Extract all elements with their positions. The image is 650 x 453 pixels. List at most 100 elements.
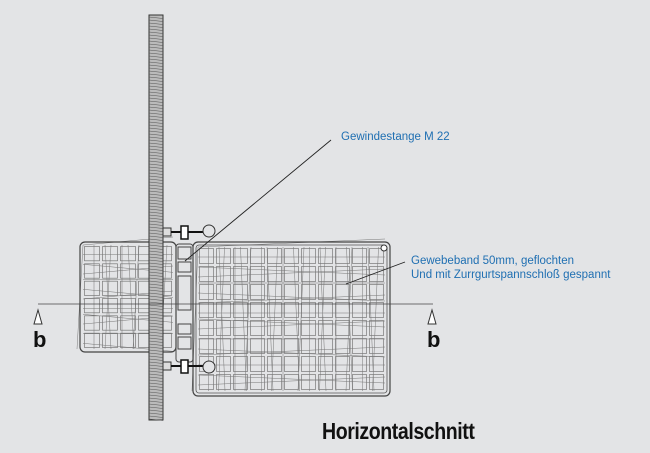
section-mark-right: b <box>427 327 441 352</box>
thread-mark <box>148 367 164 370</box>
thread-mark <box>148 46 164 49</box>
thread-mark <box>148 25 164 28</box>
weave-strand <box>367 246 375 392</box>
thread-mark <box>148 28 164 31</box>
weave-cell <box>301 302 316 318</box>
weave-cell <box>352 284 367 300</box>
thread-mark <box>148 133 164 136</box>
weave-cell <box>301 248 316 264</box>
weave-strand <box>132 244 140 350</box>
thread-mark <box>148 391 164 394</box>
weave-cell <box>250 248 265 264</box>
thread-mark <box>148 304 164 307</box>
thread-mark <box>148 199 164 202</box>
drawing-title: Horizontalschnitt <box>322 418 475 444</box>
thread-mark <box>148 280 164 283</box>
weave-cell <box>318 266 333 282</box>
thread-mark <box>148 298 164 301</box>
thread-mark <box>148 358 164 361</box>
thread-mark <box>148 334 164 337</box>
thread-mark <box>148 364 164 367</box>
clamp-bottom <box>162 359 216 374</box>
weave-cell <box>199 374 214 390</box>
weave-cell <box>301 320 316 336</box>
weave-cell <box>267 284 282 300</box>
weave-cell <box>267 248 282 264</box>
weave-strand <box>372 246 379 392</box>
thread-mark <box>148 310 164 313</box>
thread-mark <box>148 268 164 271</box>
thread-mark <box>148 94 164 97</box>
thread-mark <box>148 361 164 364</box>
thread-mark <box>148 253 164 256</box>
thread-mark <box>148 49 164 52</box>
thread-mark <box>148 52 164 55</box>
thread-mark <box>148 292 164 295</box>
thread-mark <box>148 322 164 325</box>
leader-band <box>345 261 406 285</box>
thread-mark <box>148 262 164 265</box>
thread-mark <box>148 40 164 43</box>
weave-strand <box>197 374 386 384</box>
thread-mark <box>148 190 164 193</box>
thread-mark <box>148 370 164 373</box>
thread-mark <box>148 163 164 166</box>
weave-cell <box>250 302 265 318</box>
weave-cell <box>267 356 282 372</box>
weave-cell <box>216 374 231 390</box>
weave-cell <box>284 374 299 390</box>
thread-mark <box>148 307 164 310</box>
weave-cell <box>233 320 248 336</box>
weave-cell <box>199 248 214 264</box>
weave-cell <box>352 248 367 264</box>
thread-mark <box>148 187 164 190</box>
weave-strand <box>197 320 386 330</box>
thread-mark <box>148 229 164 232</box>
thread-mark <box>148 136 164 139</box>
thread-mark <box>148 241 164 244</box>
thread-mark <box>148 340 164 343</box>
weave-cell <box>284 284 299 300</box>
weave-cell <box>120 263 136 279</box>
thread-mark <box>148 154 164 157</box>
weave-cell <box>84 280 100 296</box>
connector-strip <box>175 243 194 363</box>
thread-mark <box>148 379 164 382</box>
corner-hole <box>380 244 388 252</box>
weave-cell <box>120 298 136 314</box>
weave-cell <box>335 266 350 282</box>
thread-mark <box>148 112 164 115</box>
thread-mark <box>148 22 164 25</box>
thread-mark <box>148 178 164 181</box>
thread-mark <box>148 265 164 268</box>
weave-strand <box>319 246 327 392</box>
thread-mark <box>148 274 164 277</box>
thread-mark <box>148 139 164 142</box>
thread-mark <box>148 55 164 58</box>
thread-mark <box>148 232 164 235</box>
thread-mark <box>148 184 164 187</box>
thread-mark <box>148 238 164 241</box>
thread-mark <box>148 223 164 226</box>
weave-cell <box>120 315 136 331</box>
thread-mark <box>148 64 164 67</box>
weave-cell <box>102 280 118 296</box>
thread-mark <box>148 19 164 22</box>
weave-cell <box>84 332 100 348</box>
weave-cell <box>284 320 299 336</box>
thread-mark <box>148 172 164 175</box>
weave-cell <box>233 356 248 372</box>
weave-cell <box>199 320 214 336</box>
weave-cell <box>284 266 299 282</box>
weave-cell <box>318 302 333 318</box>
thread-mark <box>148 97 164 100</box>
section-arrow-right <box>427 308 437 325</box>
thread-mark <box>148 31 164 34</box>
weave-cell <box>84 263 100 279</box>
thread-mark <box>148 160 164 163</box>
weave-cell <box>369 356 384 372</box>
weave-cell <box>352 320 367 336</box>
thread-mark <box>148 220 164 223</box>
